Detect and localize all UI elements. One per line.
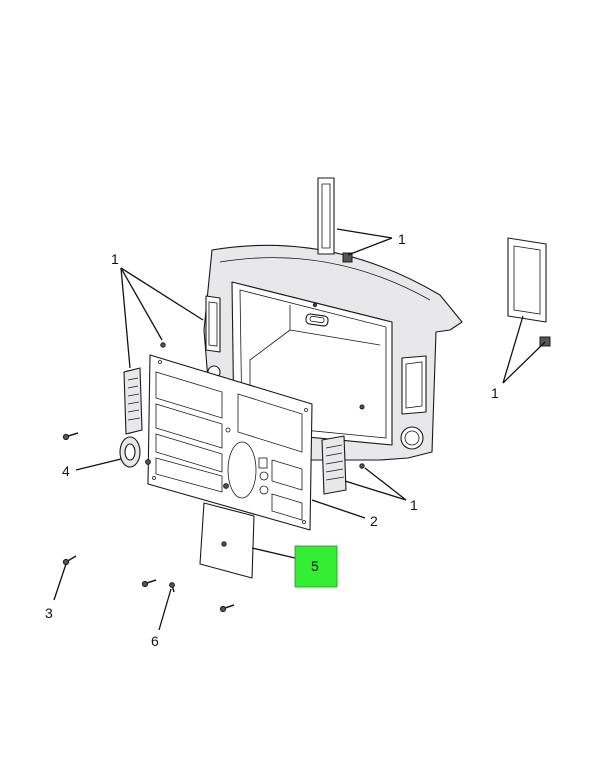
mounting-plate [145,354,313,531]
item-5-highlight-box [294,545,338,588]
screw-fasteners [62,432,235,613]
callout-1-right: 1 [491,385,499,401]
callout-1-top: 1 [398,231,406,247]
leader-lines [53,228,546,631]
callout-4: 4 [62,463,70,479]
left-vent-louver [123,342,166,435]
callout-6: 6 [151,633,159,649]
right-vent-grille [507,237,551,347]
top-vent-grille [317,177,353,263]
callout-1-left: 1 [111,251,119,267]
right-vent-louver [321,435,365,495]
callout-3: 3 [45,605,53,621]
grommet-ring [119,436,141,468]
lower-cover-plate [199,502,255,579]
callout-5: 5 [311,558,319,574]
callout-2: 2 [370,513,378,529]
callout-1-lower-right: 1 [410,497,418,513]
